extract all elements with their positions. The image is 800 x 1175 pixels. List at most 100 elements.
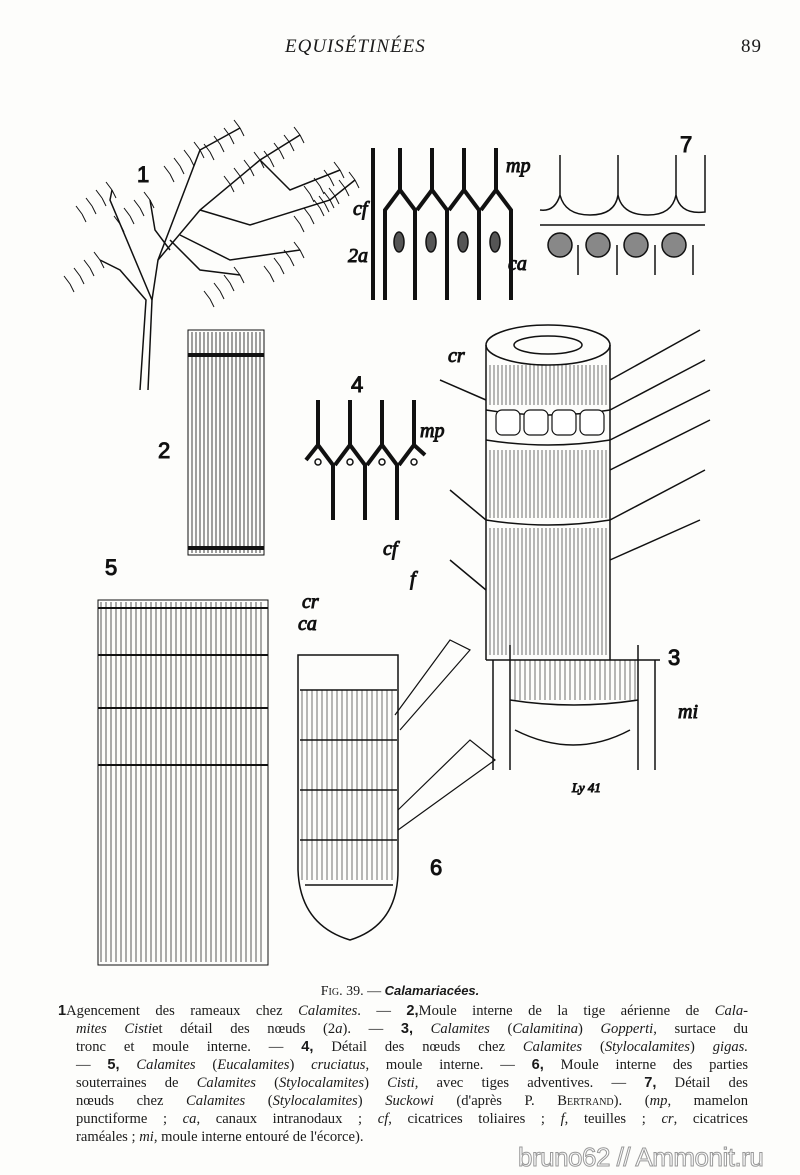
- caption-segment: Eucalamites: [217, 1057, 290, 1073]
- caption-line: mites Cistiet détail des nœuds (2a). — 3…: [58, 1020, 748, 1038]
- caption-segment: Calamites: [298, 1003, 358, 1019]
- fig1-branch-drawing: [63, 119, 360, 391]
- caption-segment: , cicatrices: [673, 1111, 748, 1127]
- fig2a-node-detail: [371, 148, 513, 300]
- caption-segment: Stylocalamites: [278, 1075, 365, 1091]
- caption-segment: , surtace du: [653, 1021, 748, 1037]
- artist-signature: Ly 41: [571, 780, 601, 795]
- caption-segment: 5,: [107, 1057, 120, 1073]
- caption-segment: ca: [182, 1111, 197, 1127]
- caption-segment: Gopperti: [600, 1021, 654, 1037]
- figure-caption: 1Agencement des rameaux chez Calamites. …: [58, 1002, 748, 1146]
- fig1-label: 1: [137, 162, 149, 187]
- caption-segment: , teuilles ;: [564, 1111, 662, 1127]
- caption-line: nœuds chez Calamites (Stylocalamites) Su…: [58, 1092, 748, 1110]
- caption-segment: 6,: [531, 1057, 544, 1073]
- caption-segment: ): [364, 1075, 388, 1091]
- fig2a-label: 2a: [348, 245, 368, 267]
- fig3-trunk-drawing: [439, 324, 711, 770]
- caption-segment: a: [335, 1021, 343, 1037]
- caption-segment: Détail des: [656, 1075, 748, 1091]
- fig6-label: 6: [430, 855, 442, 880]
- caption-segment: punctiforme ;: [76, 1111, 183, 1127]
- figure-39-illustration: 1 2a mp cf ca 7 2 4 mp: [63, 119, 711, 966]
- caption-segment: ). (: [613, 1093, 650, 1109]
- caption-segment: Calamites: [119, 1057, 196, 1073]
- fig3-cf-label: cf: [383, 538, 400, 560]
- caption-segment: Calamites: [196, 1075, 256, 1091]
- caption-segment: raméales ;: [76, 1129, 140, 1145]
- caption-segment: (: [195, 1057, 218, 1073]
- caption-segment: , avec tiges adventives. —: [414, 1075, 645, 1091]
- caption-segment: Stylocalamites: [272, 1093, 358, 1109]
- caption-segment: Agencement des rameaux chez: [66, 1003, 299, 1019]
- caption-line: raméales ; mi, moule interne entouré de …: [58, 1128, 748, 1146]
- fig2a-cf-label: cf: [353, 198, 370, 220]
- caption-segment: Stylocalamites: [604, 1039, 690, 1055]
- caption-line: souterraines de Calamites (Stylocalamite…: [58, 1074, 748, 1092]
- fig7-label: 7: [680, 132, 692, 157]
- fig5-internal-mould: [97, 599, 269, 966]
- caption-segment: et détail des nœuds (2: [152, 1021, 336, 1037]
- caption-segment: Calamites: [413, 1021, 490, 1037]
- fig3-mi-label: mi: [678, 701, 698, 723]
- caption-segment: nœuds chez: [76, 1093, 186, 1109]
- caption-segment: ). —: [342, 1021, 401, 1037]
- figure-title: Fig. 39. — Calamariacées.: [0, 982, 800, 1000]
- caption-segment: ): [289, 1057, 312, 1073]
- caption-segment: tronc et moule interne. —: [76, 1039, 302, 1055]
- caption-line: 1Agencement des rameaux chez Calamites. …: [58, 1002, 748, 1020]
- caption-segment: Détail des nœuds chez: [313, 1039, 523, 1055]
- fig4-mp-label: mp: [420, 420, 444, 442]
- caption-segment: 3,: [400, 1021, 414, 1037]
- caption-segment: , moule interne. —: [365, 1057, 532, 1073]
- caption-segment: f: [560, 1111, 565, 1127]
- fig3-f-label: f: [410, 568, 418, 590]
- caption-segment: Bertrand: [557, 1093, 614, 1109]
- caption-segment: mp: [649, 1093, 668, 1109]
- caption-segment: Moule interne des parties: [543, 1057, 749, 1073]
- caption-segment: cruciatus: [311, 1057, 366, 1073]
- caption-segment: ): [578, 1021, 601, 1037]
- fig4-node-detail: [304, 400, 427, 520]
- caption-segment: . —: [357, 1003, 407, 1019]
- caption-segment: (: [245, 1093, 273, 1109]
- fig2a-ca-label: ca: [508, 253, 527, 275]
- caption-segment: Suckowi: [385, 1093, 434, 1109]
- running-title: EQUISÉTINÉES: [285, 36, 426, 57]
- caption-segment: mi: [139, 1129, 154, 1145]
- caption-segment: (: [255, 1075, 279, 1091]
- caption-segment: ): [689, 1039, 713, 1055]
- caption-segment: ): [357, 1093, 386, 1109]
- fig5-label: 5: [105, 555, 117, 580]
- figure-name: Calamariacées.: [384, 983, 480, 998]
- fig5-cr-label: cr: [302, 591, 319, 613]
- fig5-ca-label: ca: [298, 613, 317, 635]
- fig6-underground-mould: [297, 654, 399, 941]
- caption-line: punctiforme ; ca, canaux intranodaux ; c…: [58, 1110, 748, 1128]
- caption-segment: Moule interne de la tige aérienne de: [418, 1003, 715, 1019]
- caption-segment: (: [489, 1021, 513, 1037]
- caption-line: tronc et moule interne. — 4, Détail des …: [58, 1038, 748, 1056]
- caption-segment: gigas.: [712, 1039, 748, 1055]
- caption-segment: souterraines de: [76, 1075, 197, 1091]
- page-number: 89: [741, 36, 762, 57]
- caption-segment: , mamelon: [667, 1093, 748, 1109]
- figure-number: 39. —: [346, 984, 382, 999]
- caption-segment: 2,: [406, 1003, 419, 1019]
- caption-segment: Calamites: [522, 1039, 583, 1055]
- caption-segment: 1: [58, 1003, 67, 1019]
- caption-segment: , moule interne entouré de l'écorce).: [153, 1129, 364, 1145]
- caption-segment: 4,: [301, 1039, 314, 1055]
- watermark: bruno62 // Ammonit.ru: [517, 1142, 764, 1172]
- caption-segment: mites Cisti: [76, 1021, 153, 1037]
- fig2-internal-mould: [187, 329, 265, 556]
- caption-line: — 5, Calamites (Eucalamites) cruciatus, …: [58, 1056, 748, 1074]
- caption-segment: Cala-: [714, 1003, 748, 1019]
- caption-segment: Calamites: [186, 1093, 246, 1109]
- caption-segment: 7,: [644, 1075, 657, 1091]
- caption-segment: (d'après P.: [433, 1093, 558, 1109]
- fig3-label: 3: [668, 645, 680, 670]
- fig7-node-detail: [539, 155, 706, 275]
